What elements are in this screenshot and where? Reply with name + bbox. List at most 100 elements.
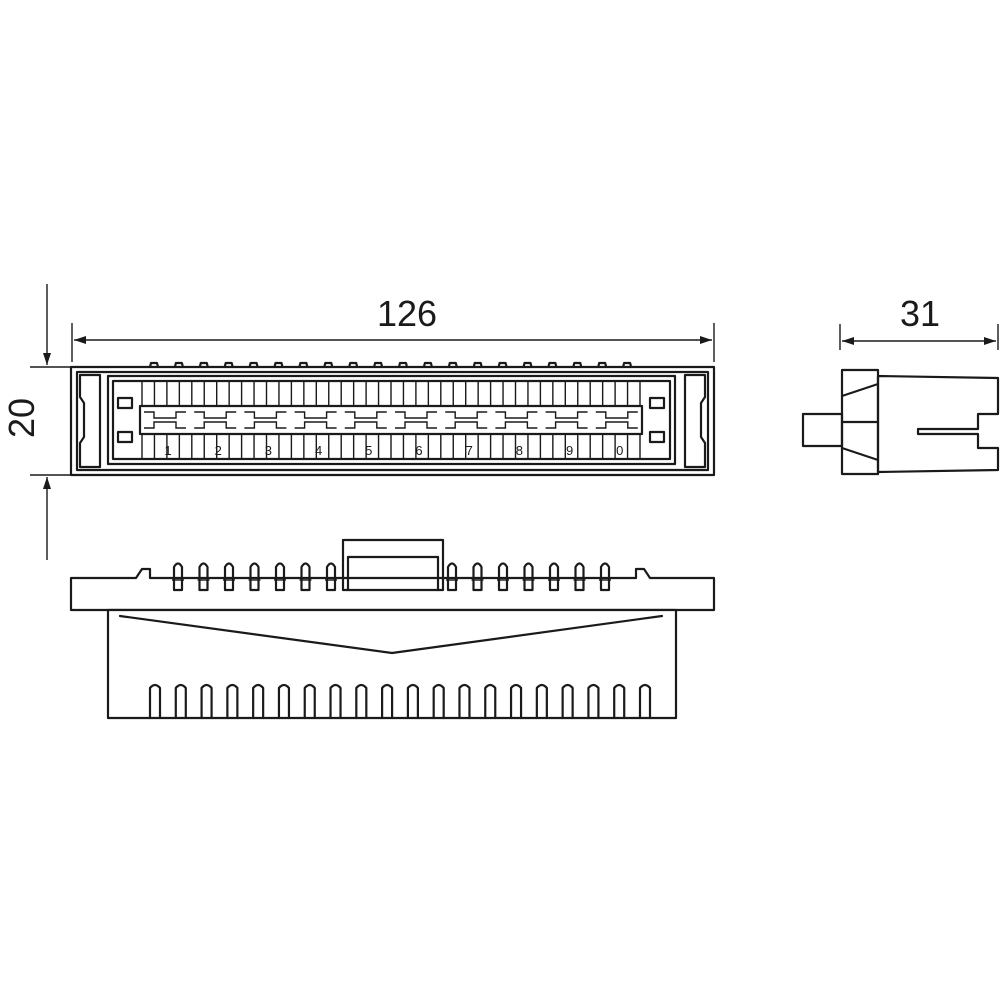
comb-tooth bbox=[509, 683, 523, 720]
top-tooth bbox=[323, 361, 334, 369]
top-tooth bbox=[273, 361, 284, 369]
height-dimension-label: 20 bbox=[1, 398, 42, 438]
contact-pin bbox=[198, 562, 209, 592]
contact-pin bbox=[446, 562, 458, 592]
contact-pin bbox=[223, 562, 235, 592]
top-tooth bbox=[248, 361, 259, 369]
pair-labels: 1 2 3 4 5 6 7 8 9 0 bbox=[164, 443, 623, 458]
pair-slot bbox=[445, 411, 488, 419]
pair-label: 3 bbox=[265, 443, 272, 458]
top-tooth bbox=[497, 361, 508, 369]
top-tooth bbox=[522, 361, 533, 369]
top-tooth bbox=[447, 361, 458, 369]
top-tooth bbox=[373, 361, 384, 369]
comb-tooth bbox=[277, 683, 291, 720]
comb-tooth bbox=[355, 683, 368, 720]
comb-tooth bbox=[252, 683, 265, 720]
contact-pin bbox=[599, 562, 611, 592]
pair-slot bbox=[344, 421, 387, 429]
width-dimension: 126 bbox=[71, 293, 715, 362]
contact-pin bbox=[274, 562, 286, 592]
comb-tooth bbox=[174, 683, 187, 720]
bottom-view bbox=[69, 538, 716, 720]
comb-tooth bbox=[432, 683, 445, 720]
width-dimension-label: 126 bbox=[377, 293, 437, 334]
pair-slot bbox=[495, 411, 538, 419]
height-dimension: 20 bbox=[1, 284, 76, 560]
top-tooth bbox=[348, 361, 359, 369]
comb-tooth bbox=[535, 683, 548, 720]
contact-pin bbox=[497, 562, 509, 592]
pair-slot bbox=[144, 421, 186, 429]
pair-slot bbox=[294, 411, 337, 419]
comb-teeth bbox=[148, 683, 652, 720]
comb-tooth bbox=[587, 683, 600, 720]
pair-slot bbox=[595, 411, 638, 419]
pair-slot bbox=[194, 421, 237, 429]
pair-label: 7 bbox=[466, 443, 473, 458]
top-tooth bbox=[173, 361, 184, 369]
top-edge-teeth bbox=[148, 361, 633, 369]
comb-tooth bbox=[329, 683, 342, 720]
top-tooth bbox=[472, 361, 483, 369]
contact-pin bbox=[325, 562, 337, 592]
contact-pins bbox=[172, 562, 611, 592]
pair-slot bbox=[545, 421, 588, 429]
pair-slot bbox=[545, 411, 588, 419]
top-tooth bbox=[547, 361, 558, 369]
pair-slot bbox=[595, 421, 638, 429]
pair-slot bbox=[244, 411, 287, 419]
terminal-columns bbox=[141, 381, 641, 459]
pair-label: 0 bbox=[616, 443, 623, 458]
pair-label: 8 bbox=[516, 443, 523, 458]
contact-pin bbox=[574, 562, 585, 592]
top-tooth bbox=[597, 361, 608, 369]
pair-slot bbox=[495, 421, 538, 429]
top-tooth bbox=[622, 361, 633, 369]
pair-slot bbox=[194, 411, 237, 419]
comb-tooth bbox=[148, 683, 162, 720]
contact-pin bbox=[523, 562, 534, 592]
comb-tooth bbox=[613, 683, 626, 720]
pair-slot bbox=[144, 411, 186, 419]
pair-slot bbox=[344, 411, 387, 419]
comb-tooth bbox=[561, 683, 574, 720]
contact-pin bbox=[249, 562, 260, 592]
pair-label: 9 bbox=[566, 443, 573, 458]
top-tooth bbox=[148, 361, 160, 369]
comb-tooth bbox=[381, 683, 394, 720]
pair-label: 4 bbox=[315, 443, 322, 458]
top-tooth bbox=[223, 361, 234, 369]
contact-pin bbox=[172, 562, 184, 592]
contact-pin bbox=[300, 562, 311, 592]
depth-dimension-label: 31 bbox=[900, 293, 940, 334]
comb-tooth bbox=[303, 683, 316, 720]
pair-slot bbox=[395, 411, 437, 419]
side-view bbox=[801, 368, 1000, 476]
comb-tooth bbox=[406, 683, 419, 720]
top-view: 1 2 3 4 5 6 7 8 9 0 bbox=[69, 361, 716, 477]
comb-tooth bbox=[200, 683, 213, 720]
pair-slot bbox=[294, 421, 337, 429]
pair-slot bbox=[445, 421, 488, 429]
pair-label: 1 bbox=[164, 443, 171, 458]
comb-tooth bbox=[638, 683, 652, 720]
top-tooth bbox=[198, 361, 209, 369]
pair-label: 2 bbox=[215, 443, 222, 458]
contact-pin bbox=[472, 562, 483, 592]
contact-pin bbox=[548, 562, 560, 592]
top-tooth bbox=[397, 361, 409, 369]
pair-slot bbox=[244, 421, 287, 429]
pair-slot bbox=[395, 421, 437, 429]
pair-label: 5 bbox=[365, 443, 372, 458]
comb-tooth bbox=[226, 683, 239, 720]
top-tooth bbox=[422, 361, 433, 369]
top-tooth bbox=[298, 361, 309, 369]
pair-slots bbox=[144, 411, 638, 429]
depth-dimension: 31 bbox=[839, 293, 999, 350]
pair-label: 6 bbox=[415, 443, 422, 458]
comb-tooth bbox=[458, 683, 471, 720]
top-tooth bbox=[572, 361, 583, 369]
comb-tooth bbox=[484, 683, 497, 720]
